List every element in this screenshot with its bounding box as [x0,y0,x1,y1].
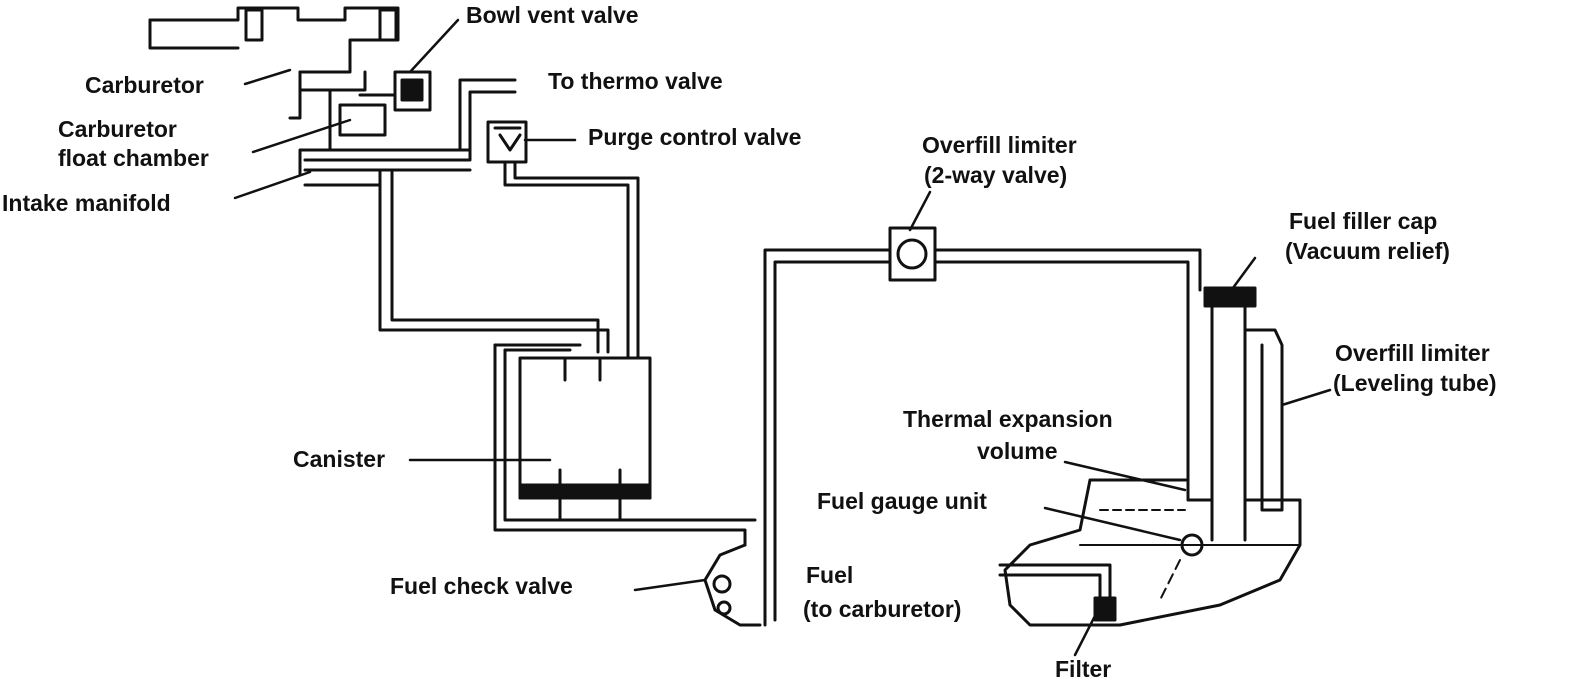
thermal-expansion-label-line1: Thermal expansion [903,406,1113,432]
intake-manifold [303,148,472,187]
fuel-label-line1: Fuel [806,562,854,588]
fuel-filler-cap-label-line1: Fuel filler cap [1289,208,1438,234]
fuel-gauge-unit-label: Fuel gauge unit [817,488,987,514]
filler-neck [1203,286,1284,542]
fuel-check-valve-body [703,543,762,627]
fuel-check-valve-label: Fuel check valve [390,573,573,599]
purge-control-valve-body [486,120,528,164]
thermal-expansion-label-line2: volume [977,438,1058,464]
canister-label: Canister [293,446,386,472]
overfill-limiter-side-label-line1: Overfill limiter [1335,340,1490,366]
vapor-line [763,248,1202,627]
thermo-valve-line-inner [468,90,517,152]
fuel-filler-cap-label-line2: (Vacuum relief) [1285,238,1450,264]
filter-label: Filter [1055,656,1112,682]
carburetor-label: Carburetor [85,72,204,98]
overfill-limiter-top-label-line1: Overfill limiter [922,132,1077,158]
intake-manifold-label: Intake manifold [2,190,171,216]
carburetor-float-chamber-label-line1: Carburetor [58,116,177,142]
purge-control-valve-label: Purge control valve [588,124,802,150]
fuel-tank [998,478,1302,627]
fuel-label-line2: (to carburetor) [803,596,962,622]
two-way-valve-body [888,226,937,282]
thermo-valve-line [458,78,517,152]
canister-body [493,343,757,547]
purge-hoses [378,160,640,360]
to-thermo-valve-label: To thermo valve [548,68,723,94]
overfill-limiter-side-label-line2: (Leveling tube) [1333,370,1497,396]
carburetor-body [148,6,432,177]
leader-lines [233,18,1332,657]
overfill-limiter-top-label-line2: (2-way valve) [924,162,1068,188]
bowl-vent-valve-label: Bowl vent valve [466,2,639,28]
carburetor-float-chamber-label-line2: float chamber [58,145,209,171]
